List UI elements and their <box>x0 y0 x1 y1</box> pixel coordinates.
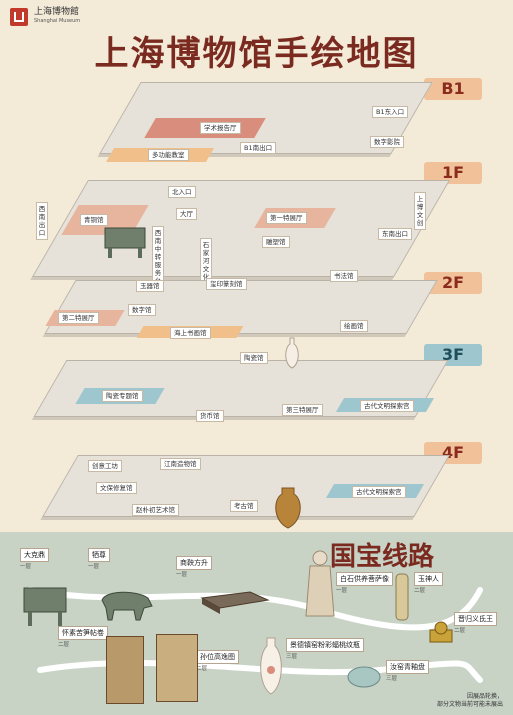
relic-huai-su-ku-sun-tie[interactable]: 怀素苦笋帖卷 二层 <box>58 626 108 648</box>
label-digital-cinema: 数字影院 <box>370 136 404 148</box>
relic-name: 牺尊 <box>88 548 110 562</box>
ru-ware-plate-icon <box>347 666 381 688</box>
label-sculpture-hall: 雕塑馆 <box>262 236 290 248</box>
label-jiangnan-hall: 江南造物馆 <box>160 458 201 470</box>
relic-sun-wei-gao-yi-tu[interactable]: 孙位高逸图 二层 <box>196 650 239 672</box>
label-west-exit: 西南出口 <box>36 202 48 240</box>
relic-floor: 三层 <box>386 676 398 682</box>
bodhisattva-statue-icon <box>305 550 335 617</box>
relic-yu-shen-ren[interactable]: 玉神人 二层 <box>414 572 443 594</box>
xi-zun-icon <box>101 591 153 621</box>
footnote: 因展品轮换， 部分文物当前可能未展出 <box>437 693 503 709</box>
label-shijiahe-culture: 石家河文化 <box>200 238 212 284</box>
relic-floor: 一层 <box>88 564 100 570</box>
gold-seal-icon <box>429 621 453 643</box>
label-multi-classroom: 多功能教室 <box>148 149 189 161</box>
label-conservation-hall: 文保修复馆 <box>96 482 137 494</box>
label-b1-south-exit: B1南出口 <box>240 142 277 154</box>
relic-floor: 一层 <box>176 572 188 578</box>
label-digital-hall: 数字馆 <box>128 304 156 316</box>
museum-logo-icon <box>10 8 28 26</box>
label-seal-hall: 玺印篆刻馆 <box>206 278 247 290</box>
relic-name: 汝窑青釉盘 <box>386 660 429 674</box>
relic-floor: 二层 <box>414 588 426 594</box>
label-ancient-civ-4f: 古代文明探索宫 <box>352 486 406 498</box>
relic-floor: 二层 <box>196 666 208 672</box>
logo-text: 上海博物館 <box>34 7 80 17</box>
relic-floor: 一层 <box>20 564 32 570</box>
label-bronze-hall: 青铜馆 <box>80 214 108 226</box>
label-ceramic-special: 陶瓷专题馆 <box>102 390 143 402</box>
relic-floor: 一层 <box>336 588 348 594</box>
relic-floor: 二层 <box>58 642 70 648</box>
fang-sheng-icon <box>200 591 270 614</box>
label-shanghai-painting: 海上书画馆 <box>170 327 211 339</box>
relic-name: 孙位高逸图 <box>196 650 239 664</box>
label-east-south-exit: 东南出口 <box>378 228 412 240</box>
label-furniture-hall: 货币馆 <box>196 410 224 422</box>
relic-fen-cai-ping[interactable]: 景德镇窑粉彩蝠桃纹瓶 三层 <box>286 638 364 660</box>
label-ancient-civ-3f: 古代文明探索宫 <box>360 400 414 412</box>
label-north-entrance: 北入口 <box>168 186 196 198</box>
label-zhaoshang-hall: 赵朴初艺术馆 <box>132 504 179 516</box>
painting-scroll-icon <box>156 634 198 702</box>
relic-name: 商鞅方升 <box>176 556 212 570</box>
footnote-line-1: 因展品轮换， <box>466 693 503 700</box>
porcelain-vase-icon <box>285 337 299 369</box>
relic-name: 白石供养菩萨像 <box>336 572 393 586</box>
relic-name: 玉神人 <box>414 572 443 586</box>
label-jade-hall: 玉器馆 <box>136 280 164 292</box>
relic-floor: 二层 <box>454 628 466 634</box>
da-ke-ding-icon <box>23 587 67 626</box>
bronze-ding-icon <box>104 227 146 258</box>
calligraphy-scroll-icon <box>106 636 144 704</box>
relic-jin-gui-yi-wang[interactable]: 晋归义氐王 二层 <box>454 612 497 634</box>
floor-tag-2f[interactable]: 2F <box>424 272 482 294</box>
relic-name: 景德镇窑粉彩蝠桃纹瓶 <box>286 638 364 652</box>
label-special-hall-2: 第二特展厅 <box>58 312 99 324</box>
relic-ru-yao-pan[interactable]: 汝窑青釉盘 三层 <box>386 660 429 682</box>
pottery-jar-icon <box>275 487 301 529</box>
relic-name: 大克鼎 <box>20 548 49 562</box>
relic-da-ke-ding[interactable]: 大克鼎 一层 <box>20 548 49 570</box>
label-archaeology-hall: 考古馆 <box>230 500 258 512</box>
label-painting-hall: 绘画馆 <box>340 320 368 332</box>
page-title: 上海博物馆手绘地图 <box>94 34 419 74</box>
relic-xi-zun[interactable]: 牺尊 一层 <box>88 548 110 570</box>
floor-tag-1f[interactable]: 1F <box>424 162 482 184</box>
label-b1-east-entrance: B1东入口 <box>372 106 409 118</box>
label-shanghai-culture: 上博文创 <box>414 192 426 230</box>
label-west-service: 西南中转服务台 <box>152 226 164 288</box>
floor-tag-b1[interactable]: B1 <box>424 78 482 100</box>
label-special-hall-1: 第一特展厅 <box>266 212 307 224</box>
jade-figure-icon <box>395 573 409 621</box>
treasure-route-panel <box>0 532 513 715</box>
label-calligraphy-hall: 书法馆 <box>330 270 358 282</box>
label-special-hall-3: 第三特展厅 <box>282 404 323 416</box>
relic-name: 晋归义氐王 <box>454 612 497 626</box>
relic-floor: 三层 <box>286 654 298 660</box>
label-pottery-hall: 陶瓷馆 <box>240 352 268 364</box>
label-creative-workshop: 创意工坊 <box>88 460 122 472</box>
logo-subtitle: Shanghai Museum <box>34 18 81 24</box>
relic-bai-shi-pu-sa[interactable]: 白石供养菩萨像 一层 <box>336 572 393 594</box>
relic-name: 怀素苦笋帖卷 <box>58 626 108 640</box>
label-academic-hall: 学术报告厅 <box>200 122 241 134</box>
relic-shang-yang-fang-sheng[interactable]: 商鞅方升 一层 <box>176 556 212 578</box>
footnote-line-2: 部分文物当前可能未展出 <box>436 701 503 708</box>
label-hall: 大厅 <box>176 208 197 220</box>
famille-rose-vase-icon <box>260 637 282 695</box>
route-title: 国宝线路 <box>330 542 435 572</box>
